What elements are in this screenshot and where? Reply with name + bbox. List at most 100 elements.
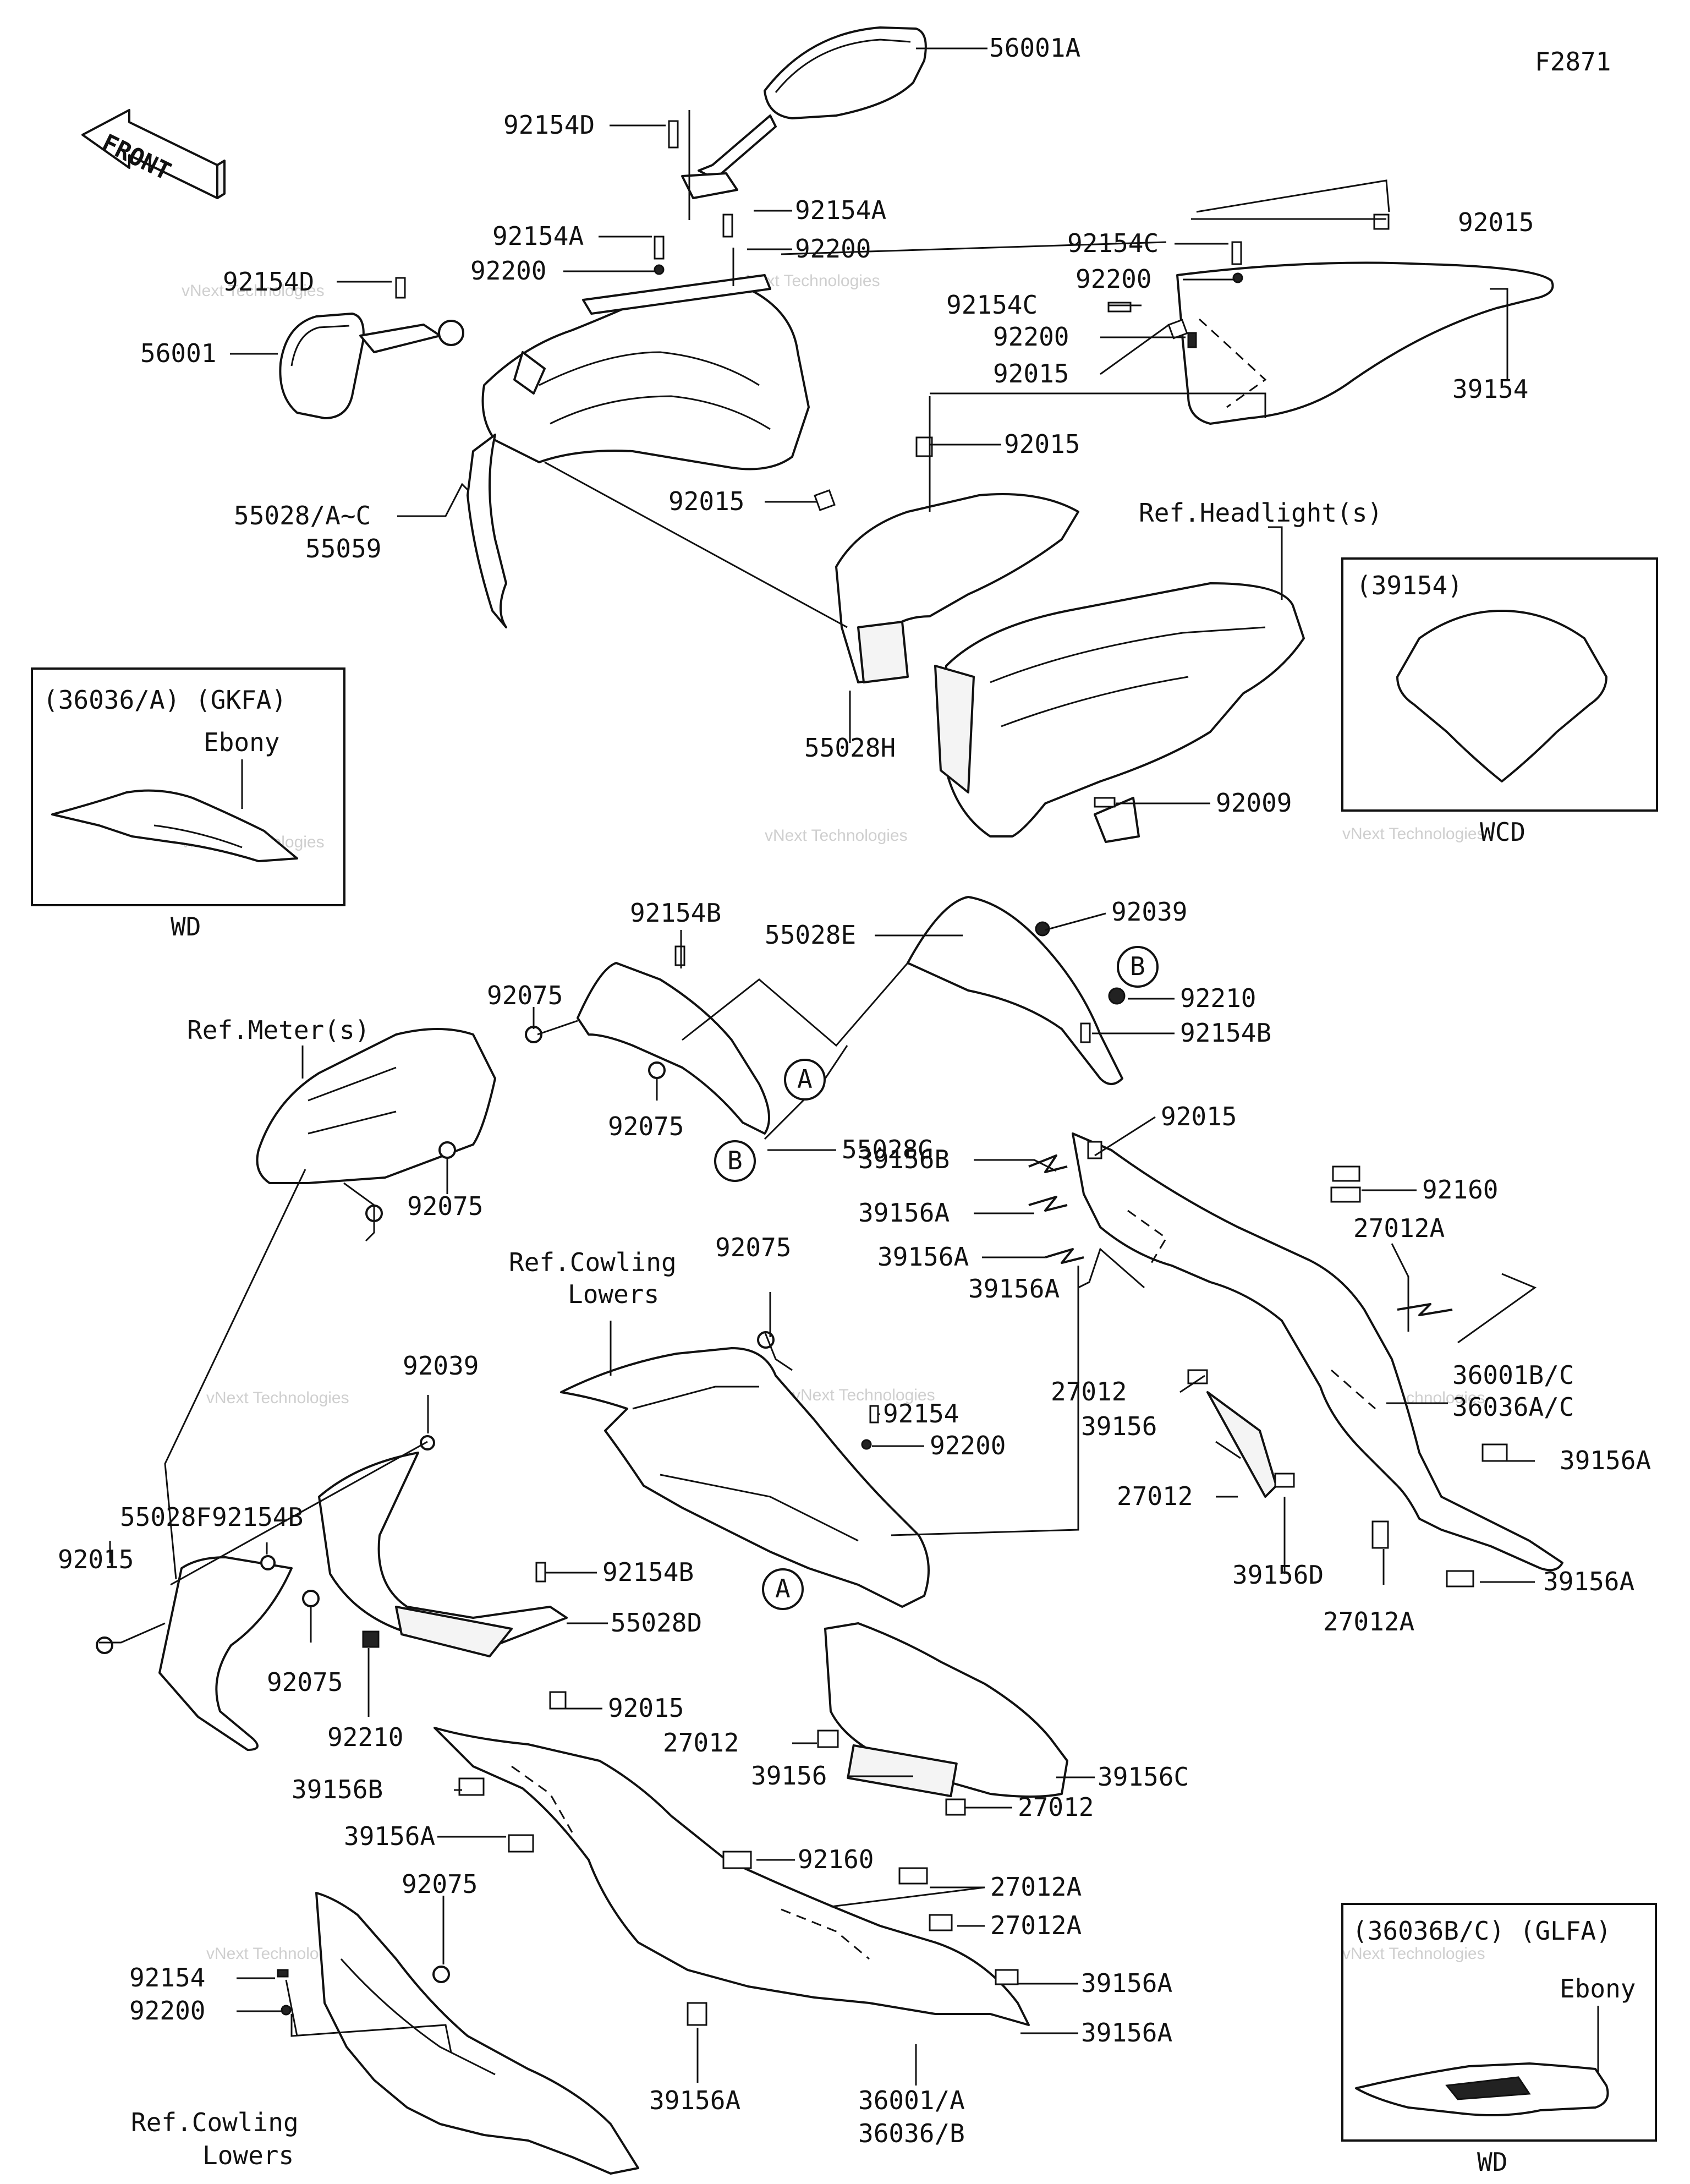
part-label: 39156A xyxy=(858,1198,950,1228)
part-label: 39156B xyxy=(858,1145,950,1174)
nut-icon xyxy=(1108,987,1126,1005)
inset-color-note: Ebony xyxy=(1560,1974,1636,2004)
grommet-icon xyxy=(1167,319,1188,340)
pad-icon xyxy=(945,1798,966,1816)
bolt-icon xyxy=(277,1969,289,1978)
bolt-icon xyxy=(395,277,406,299)
grommet-icon xyxy=(96,1636,113,1654)
part-label: 92039 xyxy=(403,1351,479,1381)
inset-frame xyxy=(31,667,345,906)
part-label: 36036/B xyxy=(858,2119,965,2148)
part-label: Ref.Cowling xyxy=(131,2108,299,2137)
pad-icon xyxy=(1206,1391,1277,1498)
nut-icon xyxy=(438,1141,456,1159)
part-label: Lowers xyxy=(202,2141,294,2170)
washer-icon xyxy=(281,2005,292,2016)
hardware-group xyxy=(96,120,1508,2026)
part-label: 92154B xyxy=(212,1502,303,1532)
nut-icon xyxy=(362,1630,380,1648)
callout-a-circle xyxy=(784,1059,826,1101)
part-label: 92160 xyxy=(1422,1175,1498,1205)
pad-icon xyxy=(1482,1443,1508,1462)
side-panel-55028G xyxy=(577,962,770,1135)
pad-icon xyxy=(1446,1570,1474,1588)
part-label: 92154C xyxy=(1067,228,1159,258)
callout-label: B xyxy=(727,1146,743,1175)
bolt-icon xyxy=(1094,797,1116,808)
part-label: 39156A xyxy=(968,1274,1060,1304)
inset-caption: (36036/A) (GKFA) xyxy=(43,685,287,715)
part-label: 39156A xyxy=(1081,2018,1172,2048)
front-arrow-icon: FRONT xyxy=(81,109,226,199)
part-label: 39156A xyxy=(649,2086,740,2115)
inset-code: WD xyxy=(1477,2147,1507,2177)
part-label: 55028D xyxy=(611,1608,702,1638)
bolt-icon xyxy=(654,236,665,260)
pad-icon xyxy=(995,1969,1019,1985)
leader-lines xyxy=(99,47,1537,2086)
side-fairing-left xyxy=(434,1727,1030,2026)
part-label: 36001/A xyxy=(858,2086,965,2115)
watermark: vNext Technologies xyxy=(206,1389,349,1407)
bolt-icon xyxy=(535,1562,546,1583)
grommet-icon xyxy=(1087,1141,1102,1159)
inset-code: WCD xyxy=(1480,817,1526,847)
part-label: 92075 xyxy=(267,1667,343,1697)
part-label: 27012 xyxy=(1051,1377,1127,1406)
part-label: 27012A xyxy=(1323,1607,1414,1636)
part-label: 92075 xyxy=(487,981,563,1010)
inset-frame xyxy=(1341,557,1658,812)
part-label: 39156B xyxy=(292,1775,383,1804)
part-label: Lowers xyxy=(568,1279,659,1309)
part-label: 92039 xyxy=(1111,897,1187,927)
screw-icon xyxy=(420,1435,435,1450)
side-panel-55028F xyxy=(158,1556,293,1751)
callout-label: B xyxy=(1130,951,1145,981)
washer-icon xyxy=(861,1439,872,1450)
callout-label: A xyxy=(797,1064,813,1094)
bolt-icon xyxy=(1107,302,1132,313)
pad-icon xyxy=(1330,1186,1361,1203)
callout-b-circle xyxy=(1117,946,1159,988)
part-label: 27012 xyxy=(1117,1481,1193,1511)
pad-icon xyxy=(722,1851,752,1869)
part-label: 56001A xyxy=(989,33,1080,63)
part-label: 92015 xyxy=(608,1693,684,1723)
callout-group: A B B A xyxy=(714,946,1159,1610)
washer-icon xyxy=(1232,272,1243,283)
part-label: 92154D xyxy=(223,267,314,297)
clip-icon xyxy=(1028,1154,1068,1173)
headlight-assembly xyxy=(934,582,1305,843)
upper-cowl xyxy=(467,274,810,628)
bolt-icon xyxy=(1231,241,1242,265)
watermark: vNext Technologies xyxy=(1342,825,1485,843)
grommet-icon xyxy=(814,489,836,511)
part-label: 92015 xyxy=(1004,429,1080,459)
inset-39154: (39154) WCD xyxy=(1341,557,1658,847)
inner-panel-55028D xyxy=(318,1452,568,1657)
bolt-icon xyxy=(668,120,679,149)
part-label: 92075 xyxy=(608,1112,684,1141)
part-label: 27012 xyxy=(663,1728,739,1758)
part-label: 55028H xyxy=(804,733,896,763)
inset-color-note: Ebony xyxy=(204,727,279,757)
part-label: 92200 xyxy=(1076,264,1151,294)
bolt-icon xyxy=(674,945,685,966)
cowling-lower-left xyxy=(315,1892,639,2175)
part-label: 92200 xyxy=(795,234,871,264)
part-label: 92075 xyxy=(407,1191,483,1221)
nut-icon xyxy=(648,1061,666,1079)
part-label: 39156A xyxy=(1560,1446,1651,1475)
part-label: 92210 xyxy=(1180,983,1256,1013)
part-label: 39156A xyxy=(1081,1968,1172,1998)
part-label: 92075 xyxy=(715,1233,791,1262)
figure-code: F2871 xyxy=(1535,47,1611,76)
pad-icon xyxy=(1371,1520,1389,1549)
part-label: 92200 xyxy=(993,322,1069,352)
part-label: 92015 xyxy=(1458,207,1534,237)
part-label: 92015 xyxy=(58,1545,134,1574)
part-label: Ref.Headlight(s) xyxy=(1139,498,1382,528)
inset-code: WD xyxy=(171,912,201,942)
part-label: 92015 xyxy=(1161,1102,1237,1131)
part-label: Ref.Meter(s) xyxy=(187,1015,370,1045)
